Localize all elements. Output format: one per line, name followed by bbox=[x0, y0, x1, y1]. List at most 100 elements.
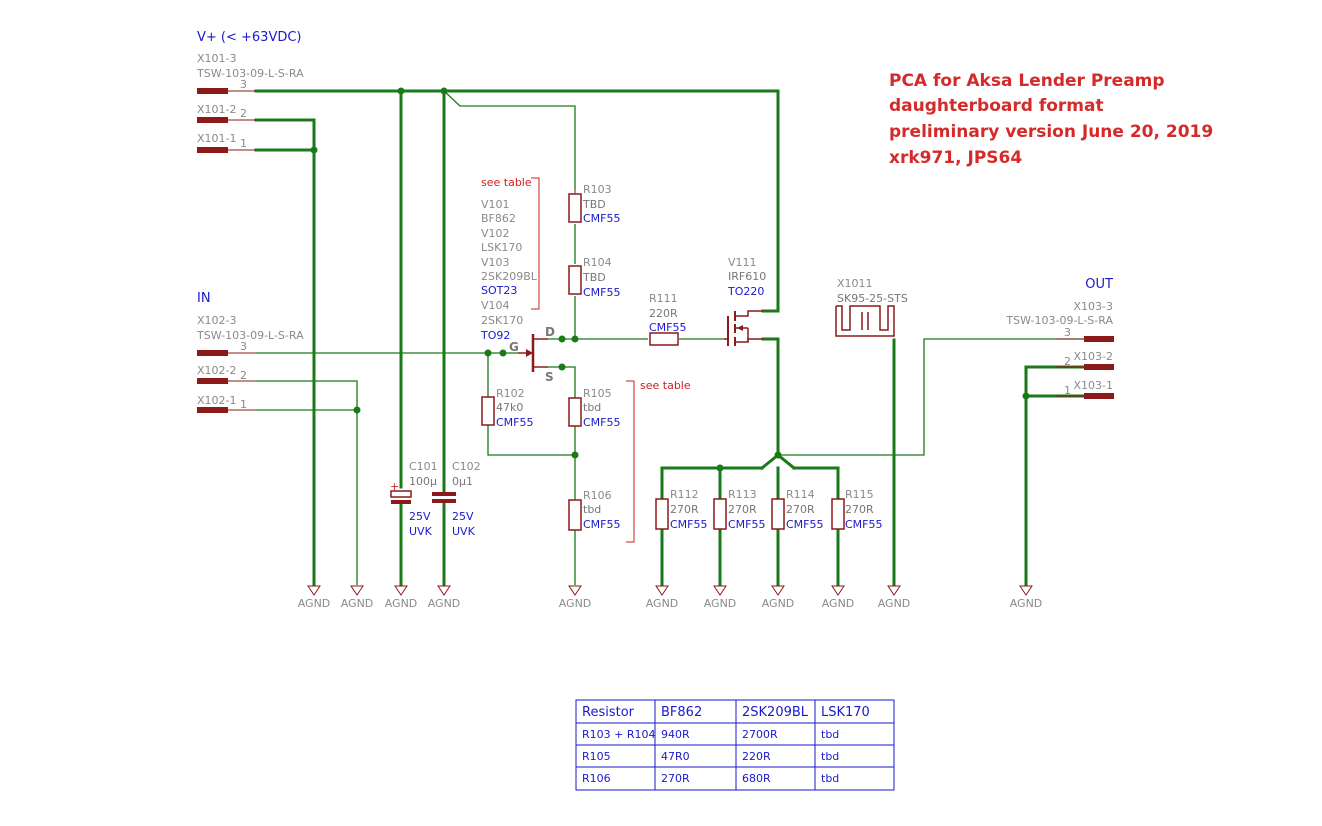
connector-x103: OUT X103-3 TSW-103-09-L-S-RA 3 X103-2 2 … bbox=[1005, 277, 1114, 399]
resistor-r112: R112 270R CMF55 bbox=[655, 488, 708, 531]
x101-1-label: X101-1 bbox=[197, 132, 237, 145]
x103-2-label: X103-2 bbox=[1074, 350, 1114, 363]
ground-symbols: AGND AGND AGND AGND AGND AGND AGND AGND … bbox=[298, 585, 1043, 610]
pin-number: 1 bbox=[240, 398, 247, 411]
svg-text:CMF55: CMF55 bbox=[670, 518, 708, 531]
ground-662: AGND bbox=[646, 585, 679, 610]
svg-text:V104: V104 bbox=[481, 299, 510, 312]
x101-2-label: X101-2 bbox=[197, 103, 237, 116]
resistor-r104: R104 TBD CMF55 bbox=[568, 256, 621, 299]
svg-text:AGND: AGND bbox=[646, 597, 679, 610]
svg-text:CMF55: CMF55 bbox=[583, 416, 621, 429]
svg-text:CMF55: CMF55 bbox=[583, 286, 621, 299]
svg-text:CMF55: CMF55 bbox=[786, 518, 824, 531]
svg-text:270R: 270R bbox=[786, 503, 815, 516]
mosfet-v111: V111 IRF610 TO220 bbox=[724, 256, 766, 346]
pin-number: 1 bbox=[1064, 384, 1071, 397]
svg-text:AGND: AGND bbox=[559, 597, 592, 610]
pin-number: 3 bbox=[1064, 326, 1071, 339]
svg-text:UVK: UVK bbox=[409, 525, 433, 538]
resistor-r114: R114 270R CMF55 bbox=[771, 488, 824, 531]
table-cell: tbd bbox=[821, 750, 839, 763]
svg-text:AGND: AGND bbox=[341, 597, 374, 610]
svg-text:R102: R102 bbox=[496, 387, 525, 400]
svg-text:CMF55: CMF55 bbox=[649, 321, 687, 334]
svg-text:270R: 270R bbox=[845, 503, 874, 516]
resistor-r113: R113 270R CMF55 bbox=[713, 488, 766, 531]
table-header: LSK170 bbox=[821, 705, 870, 720]
svg-text:AGND: AGND bbox=[878, 597, 911, 610]
svg-text:TBD: TBD bbox=[582, 198, 606, 211]
resistor-r115: R115 270R CMF55 bbox=[831, 488, 883, 531]
table-cell: tbd bbox=[821, 728, 839, 741]
x103-part-label: TSW-103-09-L-S-RA bbox=[1005, 314, 1113, 327]
svg-text:2SK170: 2SK170 bbox=[481, 314, 523, 327]
svg-text:AGND: AGND bbox=[762, 597, 795, 610]
svg-text:V101: V101 bbox=[481, 198, 510, 211]
title-block: PCA for Aksa Lender Preamp daughterboard… bbox=[889, 71, 1213, 168]
svg-text:AGND: AGND bbox=[385, 597, 418, 610]
ground-720: AGND bbox=[704, 585, 737, 610]
svg-text:X1011: X1011 bbox=[837, 277, 873, 290]
connector-x101: V+ (< +63VDC) X101-3 TSW-103-09-L-S-RA 3… bbox=[196, 30, 304, 153]
table-cell: 47R0 bbox=[661, 750, 690, 763]
table-cell: 270R bbox=[661, 772, 690, 785]
table-cell: tbd bbox=[821, 772, 839, 785]
svg-text:AGND: AGND bbox=[704, 597, 737, 610]
x102-part-label: TSW-103-09-L-S-RA bbox=[196, 329, 304, 342]
svg-text:V103: V103 bbox=[481, 256, 510, 269]
svg-text:TO220: TO220 bbox=[727, 285, 764, 298]
table-cell: 680R bbox=[742, 772, 771, 785]
svg-text:AGND: AGND bbox=[428, 597, 461, 610]
svg-text:R113: R113 bbox=[728, 488, 757, 501]
svg-text:220R: 220R bbox=[649, 307, 678, 320]
svg-text:UVK: UVK bbox=[452, 525, 476, 538]
svg-text:V111: V111 bbox=[728, 256, 757, 269]
table-cell: 220R bbox=[742, 750, 771, 763]
ground-357: AGND bbox=[341, 585, 374, 610]
svg-text:LSK170: LSK170 bbox=[481, 241, 522, 254]
svg-text:TO92: TO92 bbox=[480, 329, 510, 342]
pin-number: 2 bbox=[1064, 355, 1071, 368]
svg-text:100µ: 100µ bbox=[409, 475, 437, 488]
svg-text:V102: V102 bbox=[481, 227, 510, 240]
title-line-1: PCA for Aksa Lender Preamp bbox=[889, 71, 1165, 91]
ground-778: AGND bbox=[762, 585, 795, 610]
ground-1026: AGND bbox=[1010, 585, 1043, 610]
svg-text:see table: see table bbox=[640, 379, 691, 392]
resistor-r111: R111 220R CMF55 bbox=[649, 292, 687, 346]
svg-text:AGND: AGND bbox=[1010, 597, 1043, 610]
svg-text:R103: R103 bbox=[583, 183, 612, 196]
svg-text:C102: C102 bbox=[452, 460, 481, 473]
svg-text:CMF55: CMF55 bbox=[845, 518, 883, 531]
x102-2-label: X102-2 bbox=[197, 364, 237, 377]
pin-number: 1 bbox=[240, 137, 247, 150]
resistor-r103: R103 TBD CMF55 bbox=[568, 183, 621, 225]
svg-text:25V: 25V bbox=[409, 510, 431, 523]
svg-text:CMF55: CMF55 bbox=[583, 212, 621, 225]
svg-text:SK95-25-STS: SK95-25-STS bbox=[837, 292, 908, 305]
x102-1-label: X102-1 bbox=[197, 394, 237, 407]
svg-text:R105: R105 bbox=[583, 387, 612, 400]
svg-text:G: G bbox=[509, 340, 519, 354]
resistor-r102: R102 47k0 CMF55 bbox=[481, 387, 534, 429]
table-cell: R105 bbox=[582, 750, 611, 763]
svg-text:CMF55: CMF55 bbox=[583, 518, 621, 531]
svg-text:D: D bbox=[545, 325, 555, 339]
svg-text:R114: R114 bbox=[786, 488, 815, 501]
table-header: BF862 bbox=[661, 705, 702, 720]
heatsink-x1011: X1011 SK95-25-STS bbox=[835, 277, 908, 337]
svg-text:R106: R106 bbox=[583, 489, 612, 502]
svg-text:R112: R112 bbox=[670, 488, 699, 501]
svg-text:IRF610: IRF610 bbox=[728, 270, 766, 283]
svg-text:tbd: tbd bbox=[583, 401, 601, 414]
svg-text:270R: 270R bbox=[728, 503, 757, 516]
ground-894: AGND bbox=[878, 585, 911, 610]
svg-text:AGND: AGND bbox=[298, 597, 331, 610]
x101-part-label: TSW-103-09-L-S-RA bbox=[196, 67, 304, 80]
title-line-2: daughterboard format bbox=[889, 96, 1104, 116]
net-label-out: OUT bbox=[1085, 277, 1113, 292]
title-line-3: preliminary version June 20, 2019 bbox=[889, 122, 1213, 142]
x102-3-label: X102-3 bbox=[197, 314, 237, 327]
svg-text:BF862: BF862 bbox=[481, 212, 516, 225]
